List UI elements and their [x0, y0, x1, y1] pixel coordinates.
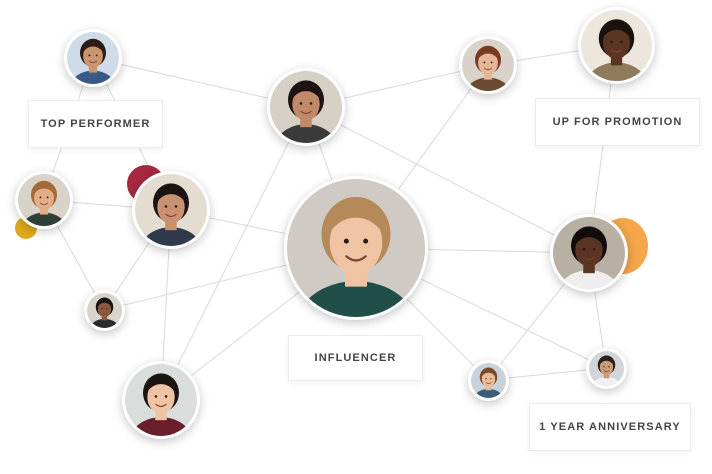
avatar-man-top-left[interactable] [64, 29, 122, 87]
avatar-man-small-bottom-right[interactable] [586, 348, 627, 389]
avatar-woman-top-right[interactable] [459, 36, 517, 94]
avatar-man-right[interactable] [550, 214, 628, 292]
label-influencer: INFLUENCER [288, 335, 423, 381]
label-up-for-promotion: UP FOR PROMOTION [535, 98, 700, 146]
avatar-influencer[interactable] [284, 176, 428, 320]
label-one-year-anniversary: 1 YEAR ANNIVERSARY [529, 403, 691, 451]
avatar-woman-small-bottom[interactable] [468, 360, 509, 401]
avatar-woman-small-left[interactable] [84, 290, 125, 331]
avatar-woman-glasses[interactable] [578, 7, 655, 84]
avatar-woman-top-center[interactable] [267, 68, 345, 146]
label-top-performer: TOP PERFORMER [28, 100, 163, 148]
avatar-man-bearded[interactable] [15, 171, 73, 229]
avatar-woman-bottom-left[interactable] [122, 361, 200, 439]
avatar-man-smiling[interactable] [132, 171, 210, 249]
